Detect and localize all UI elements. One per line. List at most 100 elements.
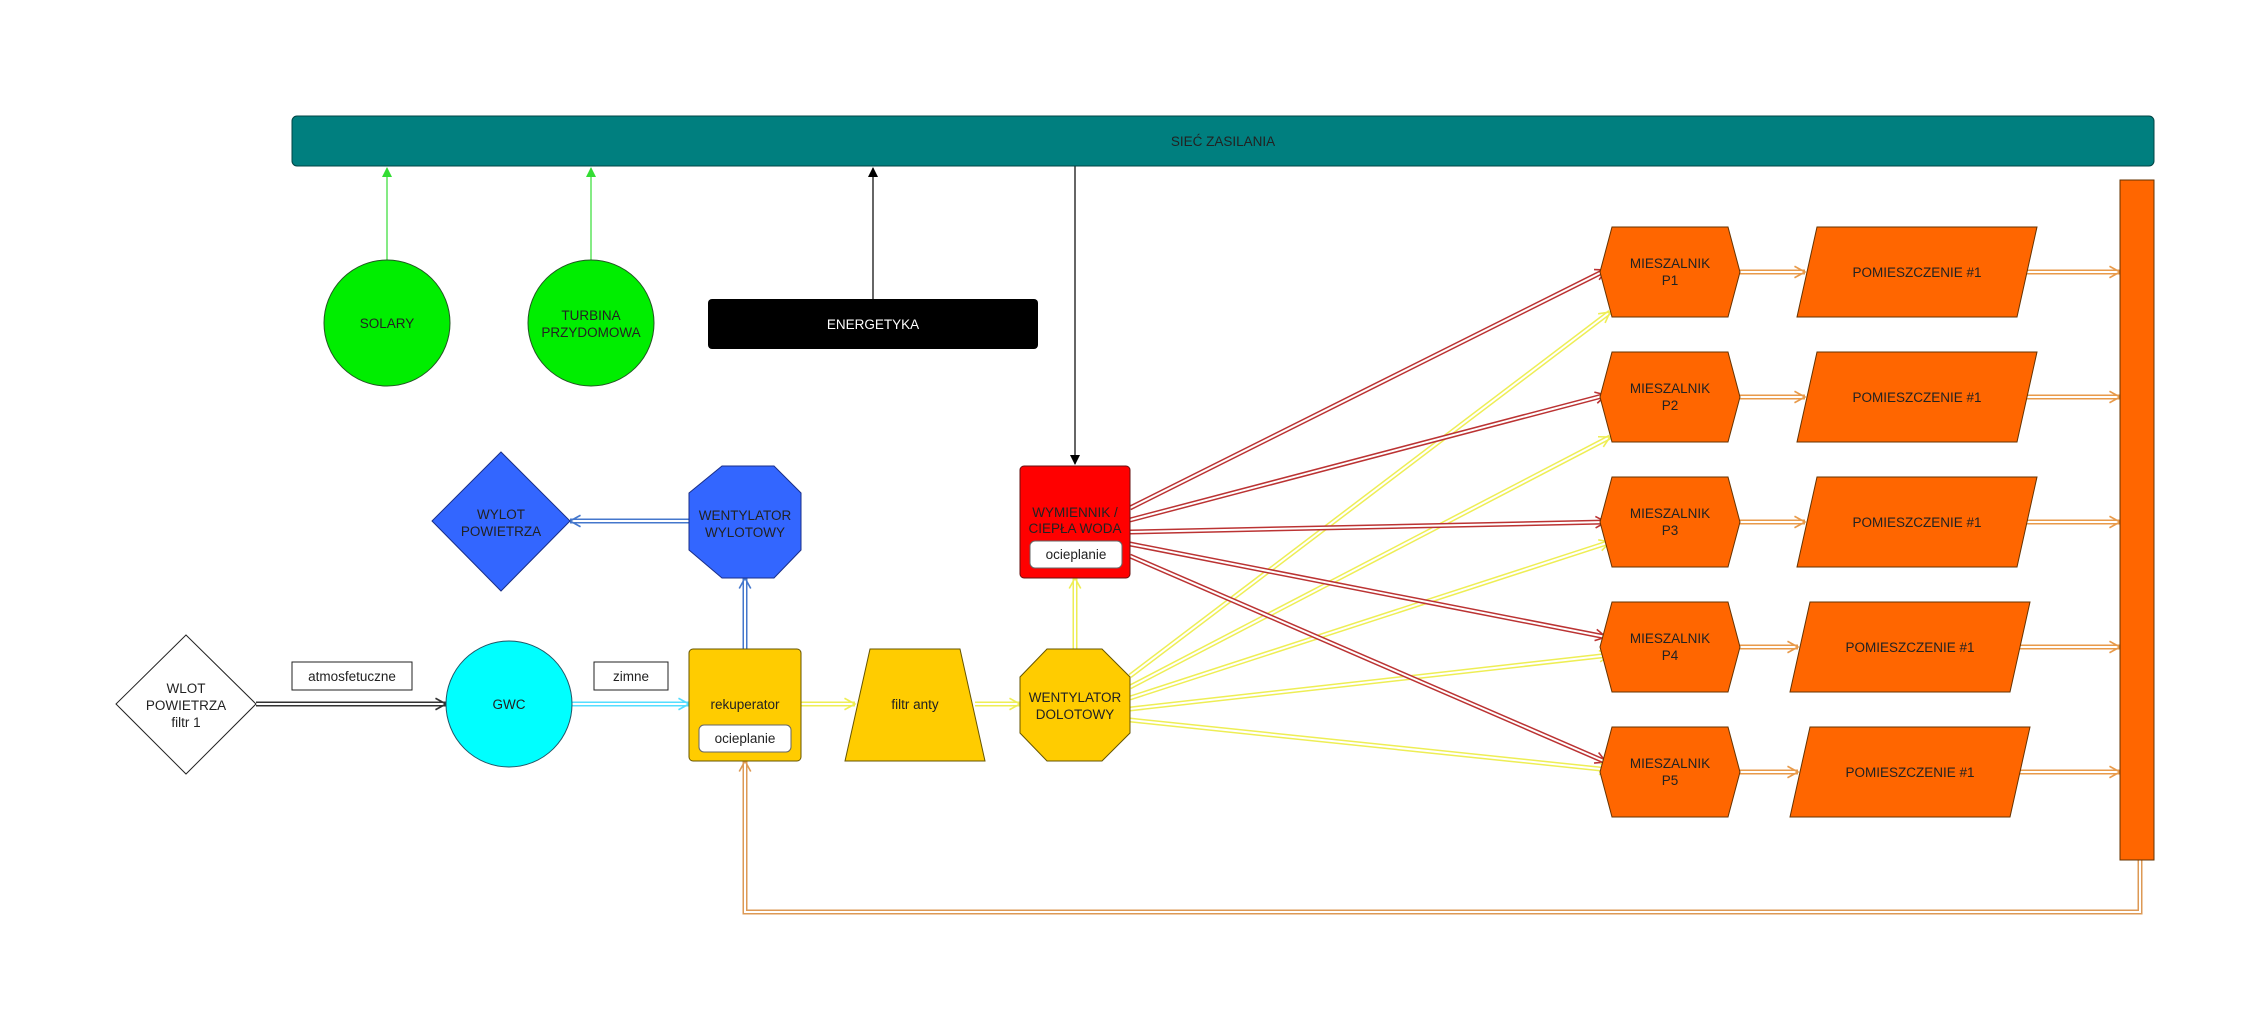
collector-to-recuperator-arrow-inner [744, 761, 2141, 913]
room-label-1: POMIESZCZENIE #1 [1852, 265, 1981, 280]
flow-arrows [256, 265, 2143, 915]
mixer-row-5: MIESZALNIK P5 POMIESZCZENIE #1 [1599, 726, 2031, 818]
room-shape-1 [1796, 226, 2038, 318]
supplyfan-to-mixer-arrow-3-inner [1129, 541, 1611, 699]
edge-label-cold-text: zimne [613, 669, 649, 684]
exchanger-to-mixer-arrow-2-inner [1129, 394, 1607, 521]
room-label-3: POMIESZCZENIE #1 [1852, 515, 1981, 530]
turbine-circle [527, 259, 655, 387]
air-outlet-label-line2: POWIETRZA [461, 524, 541, 539]
supply-fan-octagon [1019, 648, 1131, 762]
supply-fan-node: WENTYLATOR DOLOTOWY [1019, 648, 1131, 762]
supply-fan-label-line2: DOLOTOWY [1036, 707, 1115, 722]
exchanger-to-mixer-arrow-1-inner [1129, 269, 1607, 509]
supplyfan-to-mixer-arrow-4-inner [1129, 654, 1611, 710]
supplyfan-to-mixer-arrow-1-inner [1129, 311, 1611, 677]
mixer-row-4: MIESZALNIK P4 POMIESZCZENIE #1 [1599, 601, 2031, 693]
edge-label-atmospheric-box [291, 661, 413, 691]
mixer-label-line2-2: P2 [1662, 398, 1679, 413]
exchanger-to-mixer-arrow-5-inner [1129, 555, 1607, 763]
room-shape-2 [1796, 351, 2038, 443]
mixer-row-3: MIESZALNIK P3 POMIESZCZENIE #1 [1599, 476, 2038, 568]
filter-node: filtr anty [844, 648, 986, 762]
heat-exchanger-sub-label: ocieplanie [1046, 547, 1107, 562]
edge-label-atmospheric: atmosfetuczne [291, 661, 413, 691]
supplyfan-to-mixer-arrow-1-head [1598, 310, 1612, 324]
mixer-shape-4 [1599, 601, 1741, 693]
solar-node: SOLARY [323, 259, 451, 387]
mixer-label-line2-3: P3 [1662, 523, 1679, 538]
air-inlet-label-line1: WLOT [167, 681, 206, 696]
supplyfan-to-mixer-arrow-5-inner [1129, 719, 1611, 771]
mixer-label-line2-4: P4 [1662, 648, 1679, 663]
mixer-shape-5 [1599, 726, 1741, 818]
room-label-5: POMIESZCZENIE #1 [1845, 765, 1974, 780]
gwc-circle [445, 640, 573, 768]
air-outlet-diamond [431, 451, 571, 592]
turbine-label-line2: PRZYDOMOWA [541, 325, 640, 340]
edge-label-cold-box [593, 661, 669, 691]
heat-exchanger-label-line2: CIEPŁA WODA [1028, 521, 1121, 536]
edge-label-atmospheric-text: atmosfetuczne [308, 669, 396, 684]
room-shape-5 [1789, 726, 2031, 818]
heat-exchanger-label-line1: WYMIENNIK / [1032, 505, 1118, 520]
exhaust-fan-label-line1: WENTYLATOR [699, 508, 792, 523]
mixer-shape-1 [1599, 226, 1741, 318]
heat-exchanger-sub-box [1029, 540, 1123, 569]
room-shape-3 [1796, 476, 2038, 568]
mixer-label-line1-1: MIESZALNIK [1630, 256, 1710, 271]
exhaust-fan-octagon [688, 465, 802, 579]
mixer-label-line2-1: P1 [1662, 273, 1679, 288]
exchanger-to-mixer-arrow-4-inner [1129, 543, 1607, 638]
exchanger-to-mixer-arrow-3-inner [1129, 521, 1607, 533]
collector-bar [2119, 179, 2155, 861]
mixer-to-room-arrow-5-head [1787, 765, 1800, 779]
air-inlet-node: WLOT POWIETRZA filtr 1 [115, 634, 257, 775]
room-label-2: POMIESZCZENIE #1 [1852, 390, 1981, 405]
recuperator-to-filter-arrow-head [844, 697, 857, 711]
power-grid-label: SIEĆ ZASILANIA [1171, 134, 1275, 149]
edge-label-cold: zimne [593, 661, 669, 691]
mixer-label-line2-5: P5 [1662, 773, 1679, 788]
power-grid: SIEĆ ZASILANIA [291, 115, 2155, 167]
mixer-label-line1-3: MIESZALNIK [1630, 506, 1710, 521]
supplyfan-to-mixer-arrow-2-inner [1129, 436, 1611, 688]
power-grid-bar [291, 115, 2155, 167]
room-shape-4 [1789, 601, 2031, 693]
energy-node: ENERGETYKA [708, 299, 1038, 349]
air-inlet-diamond [115, 634, 257, 775]
mixer-row-1: MIESZALNIK P1 POMIESZCZENIE #1 [1599, 226, 2038, 318]
turbine-node: TURBINA PRZYDOMOWA [527, 259, 655, 387]
mixer-to-room-arrow-4-head [1787, 640, 1800, 654]
air-inlet-label-line2: POWIETRZA [146, 698, 226, 713]
mixer-to-room-arrow-3-head [1794, 515, 1807, 529]
solar-circle [323, 259, 451, 387]
room-label-4: POMIESZCZENIE #1 [1845, 640, 1974, 655]
air-outlet-label-line1: WYLOT [477, 507, 525, 522]
mixer-to-room-arrow-2-head [1794, 390, 1807, 404]
mixer-label-line1-4: MIESZALNIK [1630, 631, 1710, 646]
mixer-shape-3 [1599, 476, 1741, 568]
supplyfan-to-mixer-arrow-2-head [1597, 435, 1612, 448]
energy-label: ENERGETYKA [827, 317, 919, 332]
mixer-label-line1-5: MIESZALNIK [1630, 756, 1710, 771]
recuperator-sub-label: ocieplanie [715, 731, 776, 746]
filter-trapezoid [844, 648, 986, 762]
connectors [382, 166, 1080, 465]
mixer-to-room-arrow-1-head [1794, 265, 1807, 279]
air-inlet-label-line3: filtr 1 [171, 715, 200, 730]
energy-box [708, 299, 1038, 349]
supply-fan-label-line1: WENTYLATOR [1029, 690, 1122, 705]
exhaust-fan-node: WENTYLATOR WYLOTOWY [688, 465, 802, 579]
mixer-shape-2 [1599, 351, 1741, 443]
turbine-label-line1: TURBINA [561, 308, 620, 323]
filter-label: filtr anty [891, 697, 939, 712]
exhaust-fan-label-line2: WYLOTOWY [705, 525, 785, 540]
recuperator-sub-box [698, 724, 792, 753]
air-outlet-node: WYLOT POWIETRZA [431, 451, 571, 592]
recuperator-node: rekuperator ocieplanie [688, 648, 802, 762]
solar-label: SOLARY [360, 316, 415, 331]
